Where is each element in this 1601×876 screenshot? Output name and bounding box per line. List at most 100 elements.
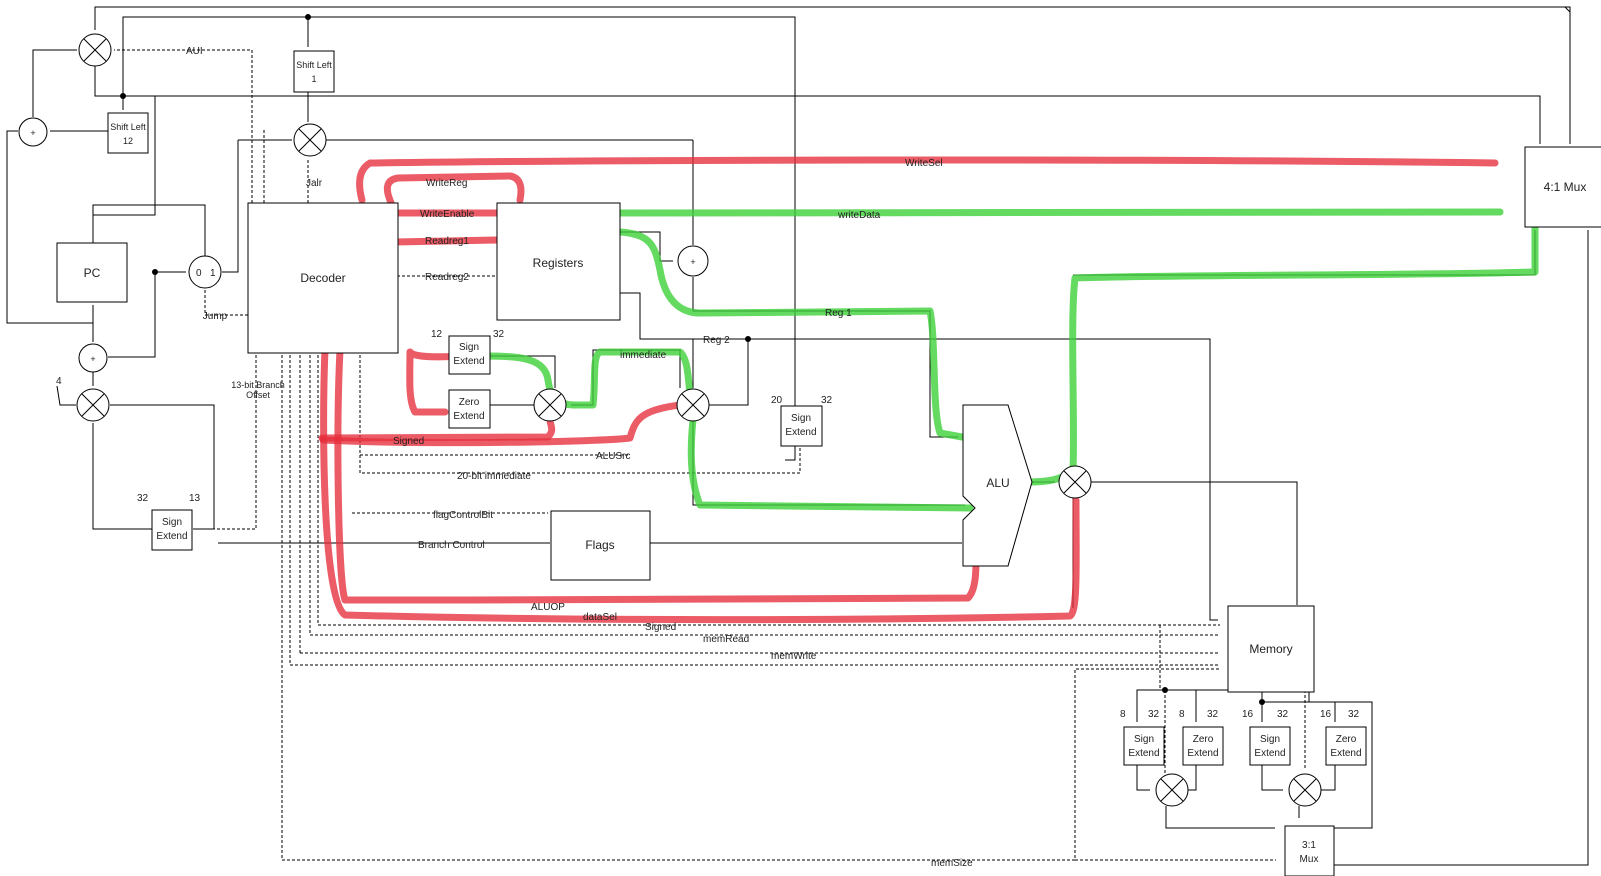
jalr-label: Jalr <box>306 178 323 189</box>
flags-label: Flags <box>585 538 614 552</box>
alusrc-imm-mux <box>533 388 567 422</box>
flagcontrol-label: flagControlBit <box>433 510 493 521</box>
aui-label: AUI <box>186 46 203 57</box>
control-lines <box>114 49 1306 861</box>
memwrite-label: memWrite <box>771 651 817 662</box>
alu-block: ALU <box>962 404 1033 567</box>
shift-left-1-label-a: Shift Left <box>296 60 332 70</box>
sign-extend-12-label-b: Extend <box>453 356 484 367</box>
mux-circles: 0 1 + + + <box>18 33 1322 807</box>
mem-zero-extend-16-block: Zero Extend <box>1325 726 1367 766</box>
datasel-label: dataSel <box>583 612 617 623</box>
sign-extend-13-block: Sign Extend <box>151 509 193 551</box>
mem-sign-extend-8-label-b: Extend <box>1128 748 1159 759</box>
imm20-label: 20-bit immediate <box>457 471 531 482</box>
control-path-highlight <box>318 156 1499 624</box>
mux-4to1-label: 4:1 Mux <box>1544 180 1587 194</box>
mem-zero-extend-8-label: Zero <box>1193 734 1214 745</box>
reg1-label: Reg 1 <box>825 308 852 319</box>
w32-b-label: 32 <box>1207 709 1219 720</box>
alusrc-mux <box>676 388 710 422</box>
adder-jalr: + <box>677 245 709 277</box>
w8-b-label: 8 <box>1179 709 1185 720</box>
sign-extend-13-label-b: Extend <box>156 531 187 542</box>
w16-a-label: 16 <box>1242 709 1254 720</box>
memory-label: Memory <box>1249 642 1292 656</box>
mem-half-mux <box>1288 773 1322 807</box>
memory-block: Memory <box>1227 605 1315 693</box>
signed-label: Signed <box>393 436 424 447</box>
sign-extend-20-block: Sign Extend <box>780 405 823 447</box>
alusrc-label: ALUSrc <box>596 451 630 462</box>
readreg1-label: Readreg1 <box>425 236 469 247</box>
adder-pc: + <box>78 343 108 373</box>
w20-label: 20 <box>771 395 783 406</box>
immediate-label: immediate <box>620 350 667 361</box>
shift-left-1-label-b: 1 <box>311 74 316 84</box>
zero-extend-12-block: Zero Extend <box>448 389 491 429</box>
mem-sign-extend-16-label-b: Extend <box>1254 748 1285 759</box>
pc-select-mux: 0 1 <box>188 255 222 289</box>
reg2-label: Reg 2 <box>703 335 730 346</box>
shift-left-12-label-b: 12 <box>123 136 133 146</box>
shift-left-12-label-a: Shift Left <box>110 122 146 132</box>
alu-label: ALU <box>986 476 1009 490</box>
w32-sext13-label: 32 <box>137 493 149 504</box>
pc-block: PC <box>56 242 128 303</box>
pc-label: PC <box>84 266 101 280</box>
shift-left-1-block: Shift Left 1 <box>293 50 335 93</box>
mux-3to1-label-a: 3:1 <box>1302 840 1316 851</box>
pc-mux-in1: 1 <box>210 268 216 279</box>
w32-d-label: 32 <box>1348 709 1360 720</box>
junction-dots <box>120 14 1265 705</box>
registers-label: Registers <box>533 256 584 270</box>
readreg2-label: Readreg2 <box>425 272 469 283</box>
memread-label: memRead <box>703 634 749 645</box>
sign-extend-20-label-b: Extend <box>785 427 816 438</box>
mux-3to1-block: 3:1 Mux <box>1284 825 1335 876</box>
zero-extend-12-label: Zero <box>459 397 480 408</box>
pc-mux-in0: 0 <box>196 268 202 279</box>
aui-mux <box>78 33 112 67</box>
jalr-mux <box>293 123 327 157</box>
mem-zero-extend-16-label-b: Extend <box>1330 748 1361 759</box>
mem-sign-extend-16-block: Sign Extend <box>1249 726 1291 766</box>
mem-zero-extend-16-label: Zero <box>1336 734 1357 745</box>
w13-label: 13 <box>189 493 201 504</box>
zero-extend-12-label-b: Extend <box>453 411 484 422</box>
adder-jalr-sign: + <box>690 257 695 267</box>
writesel-label: WriteSel <box>905 158 943 169</box>
writeenable-label: WriteEnable <box>420 209 475 220</box>
flags-block: Flags <box>550 510 651 581</box>
adder-pc-sign: + <box>90 354 95 364</box>
jump-label: Jump <box>203 311 228 322</box>
registers-block: Registers <box>496 202 621 321</box>
mem-sign-extend-8-block: Sign Extend <box>1123 726 1165 766</box>
decoder-label: Decoder <box>300 271 345 285</box>
branch-offset-label-a: 13-bit Branch <box>231 380 285 390</box>
mux-4to1-block: 4:1 Mux <box>1524 146 1601 228</box>
memsize-label: memSize <box>931 858 973 869</box>
w16-b-label: 16 <box>1320 709 1332 720</box>
w32-a-label: 32 <box>1148 709 1160 720</box>
datasel-mux <box>1058 465 1092 499</box>
aluop-label: ALUOP <box>531 602 565 613</box>
sign-extend-13-label: Sign <box>162 517 182 528</box>
width-labels: 4 12 32 20 32 32 13 8 32 8 32 16 32 16 3… <box>56 329 1360 720</box>
mem-zero-extend-8-label-b: Extend <box>1187 748 1218 759</box>
branch-mux <box>76 388 110 422</box>
sign-extend-12-block: Sign Extend <box>448 335 491 375</box>
const-four-label: 4 <box>56 376 62 387</box>
w8-a-label: 8 <box>1120 709 1126 720</box>
branch-offset-label-b: Offset <box>246 390 270 400</box>
signed2-label: Signed <box>645 622 676 633</box>
mem-sign-extend-16-label: Sign <box>1260 734 1280 745</box>
branchcontrol-label: Branch Control <box>418 540 485 551</box>
sign-extend-12-label: Sign <box>459 342 479 353</box>
writereg-label: WriteReg <box>426 178 468 189</box>
signal-labels: AUI Jalr Jump WriteSel WriteReg WriteEna… <box>186 46 973 869</box>
mem-sign-extend-8-label: Sign <box>1134 734 1154 745</box>
w32-sext12-label: 32 <box>493 329 505 340</box>
mux-3to1-label-b: Mux <box>1300 854 1319 865</box>
